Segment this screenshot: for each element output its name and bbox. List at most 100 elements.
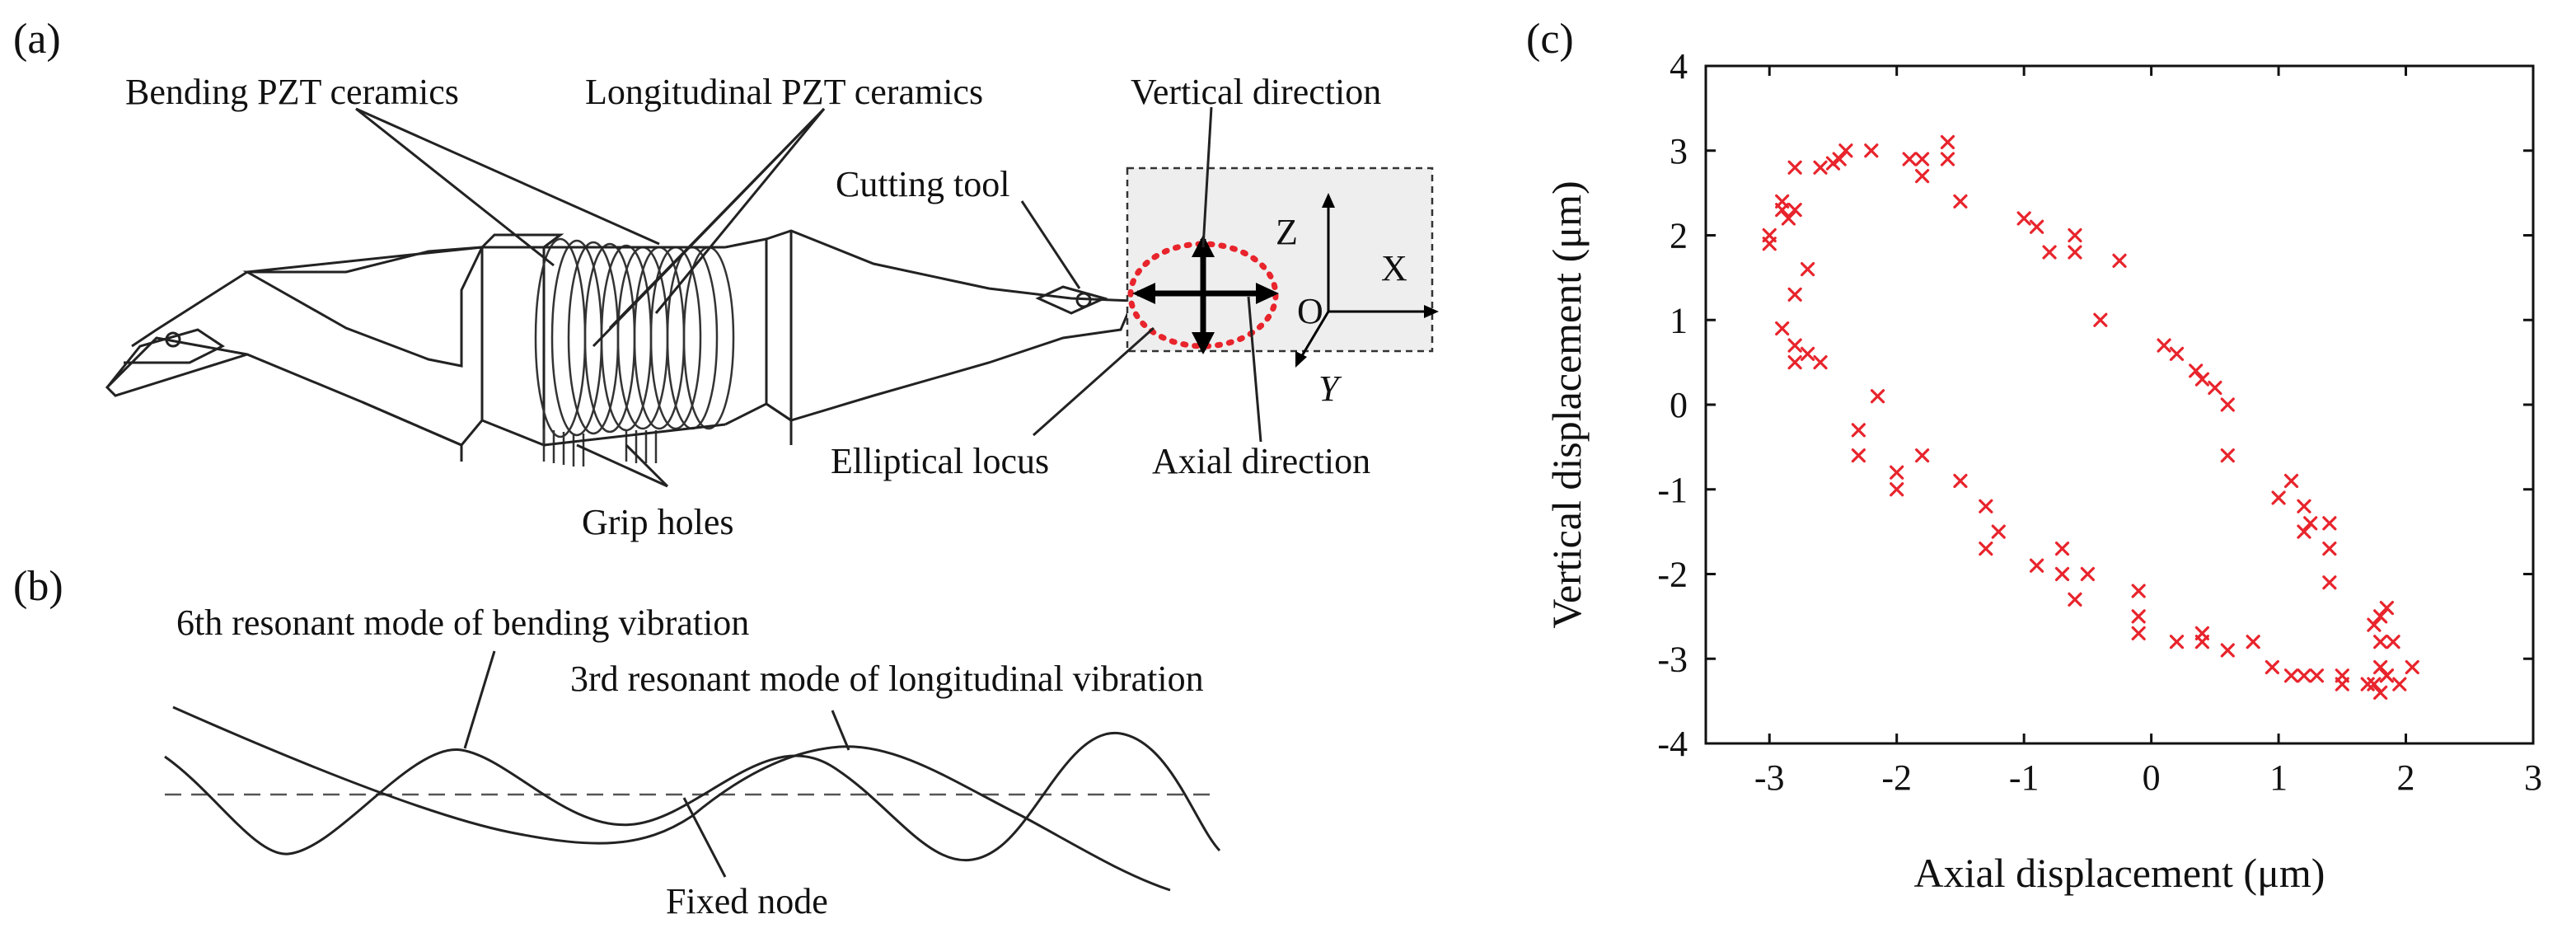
y-tick-label: -2: [1657, 555, 1688, 595]
data-point: [2246, 635, 2260, 649]
panel-c-label: (c): [1526, 16, 1574, 63]
y-tick-label: -1: [1657, 470, 1688, 510]
data-point: [2283, 473, 2299, 489]
data-point: [2157, 338, 2171, 353]
data-point: [2405, 659, 2419, 675]
data-point: [2303, 516, 2318, 531]
data-point: [2220, 643, 2235, 658]
data-point: [2392, 677, 2407, 692]
data-point: [1979, 499, 1993, 513]
data-point: [1851, 423, 1866, 438]
data-point: [2297, 524, 2311, 539]
data-point: [2283, 668, 2299, 683]
axis-o-label: O: [1297, 291, 1323, 331]
right-horn-face: [765, 229, 1136, 422]
data-point: [2068, 245, 2082, 260]
data-point: [1781, 211, 1796, 226]
data-point: [2194, 635, 2209, 649]
data-point: [2373, 659, 2388, 675]
data-point: [2016, 211, 2031, 226]
coordinate-inset: Z X O Y: [1126, 166, 1439, 409]
bending-mode-label: 6th resonant mode of bending vibration: [176, 602, 749, 643]
data-point: [2068, 592, 2082, 607]
data-point: [2054, 542, 2070, 556]
longitudinal-pzt-label: Longitudinal PZT ceramics: [585, 72, 983, 112]
data-point: [2373, 685, 2388, 700]
cutting-tool-label: Cutting tool: [836, 164, 1009, 204]
data-point: [2189, 363, 2204, 378]
fixed-node-label: Fixed node: [666, 881, 828, 921]
data-points: [1762, 134, 2419, 700]
data-point: [2220, 448, 2235, 463]
pzt-stack: [534, 237, 735, 438]
data-point: [2322, 516, 2337, 531]
data-point: [2379, 600, 2394, 616]
y-tick-label: -3: [1657, 639, 1688, 679]
y-tick-label: 0: [1670, 385, 1688, 425]
data-point: [2194, 372, 2209, 387]
left-horn-face: [242, 246, 485, 368]
data-point: [2297, 668, 2311, 683]
x-tick-label: 2: [2397, 757, 2415, 798]
data-point: [1914, 448, 1930, 463]
data-point: [2373, 635, 2388, 649]
y-axis: [1296, 311, 1330, 363]
data-point: [2367, 617, 2382, 632]
bending-pzt-label: Bending PZT ceramics: [125, 72, 459, 112]
data-point: [2309, 668, 2325, 683]
cutting-tool-insert: [1035, 285, 1108, 315]
data-point: [1787, 160, 1802, 175]
axis-y-label: Y: [1318, 368, 1342, 409]
data-point: [1940, 134, 1955, 150]
data-point: [1825, 156, 1841, 171]
y-tick-label: 3: [1670, 131, 1688, 171]
data-point: [2367, 677, 2382, 692]
longitudinal-mode-curve: [172, 706, 1171, 892]
leader-lines: [355, 106, 1262, 488]
data-point: [1813, 160, 1828, 175]
data-point: [1870, 389, 1885, 404]
right-collar: [724, 237, 768, 426]
data-point: [1787, 203, 1802, 218]
data-point: [2335, 677, 2349, 692]
data-point: [2322, 542, 2337, 556]
data-point: [2386, 635, 2400, 649]
data-point: [2297, 499, 2311, 513]
data-point: [1775, 194, 1790, 209]
inset-box: [1126, 166, 1434, 353]
data-point: [2068, 227, 2082, 243]
data-point: [1762, 227, 1777, 243]
data-point: [2093, 312, 2108, 327]
data-point: [1787, 287, 1802, 302]
x-axis-title: Axial displacement (μm): [1914, 850, 2325, 896]
data-point: [2080, 566, 2095, 582]
left-collar: [481, 246, 546, 448]
data-point: [1914, 152, 1930, 166]
data-point: [2131, 626, 2146, 641]
data-point: [1940, 152, 1955, 166]
data-point: [1832, 152, 1847, 166]
data-point: [2042, 245, 2057, 260]
panel-b: (b) 6th resonant mode of bending vibrati…: [13, 563, 1221, 921]
data-point: [2030, 558, 2044, 573]
cutting-tool-hole: [1075, 292, 1092, 308]
elliptical-locus-label: Elliptical locus: [831, 441, 1049, 481]
data-point: [2265, 659, 2279, 675]
data-point: [1787, 338, 1802, 353]
data-point: [2208, 380, 2222, 396]
y-tick-label: 1: [1670, 300, 1688, 340]
data-point: [2373, 609, 2388, 624]
data-point: [2271, 490, 2286, 505]
data-point: [1953, 473, 1968, 489]
bending-mode-curve: [164, 732, 1221, 861]
data-point: [1851, 448, 1866, 463]
data-point: [1864, 143, 1879, 158]
y-axis-title: Vertical displacement (μm): [1543, 181, 1590, 628]
x-tick-label: 1: [2269, 757, 2288, 798]
data-point: [1979, 542, 1993, 556]
data-point: [2379, 668, 2394, 683]
x-tick-label: 0: [2143, 757, 2161, 798]
